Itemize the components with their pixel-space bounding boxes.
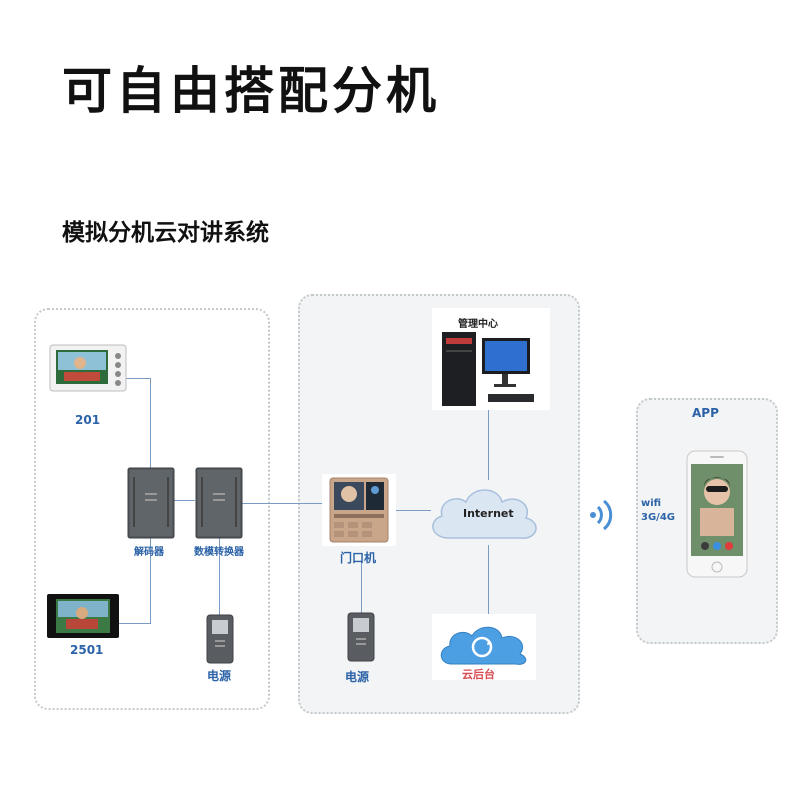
wifi-signal-icon [588,498,618,532]
wire-converter-power [219,538,220,616]
network-label: 3G/4G [641,512,675,523]
wifi-label: wifi [641,498,662,509]
management-center-label: 管理中心 [458,319,498,330]
wire-converter-door [242,503,328,504]
wire-internet-management [488,408,489,480]
power-supply-left [206,614,234,664]
wire-2501-right [118,623,151,624]
wire-decoder-converter [174,500,195,501]
power-label-center: 电源 [345,670,370,684]
wire-internet-cloud [488,545,489,615]
cloud-backend-icon [432,614,536,680]
wire-2501-vertical [150,530,151,624]
converter-device [195,467,243,539]
internet-cloud-icon [424,478,544,548]
door-station-device [322,474,396,546]
power-label-left: 电源 [207,669,232,683]
page-subtitle: 模拟分机云对讲系统 [62,220,269,246]
monitor-201-label: 201 [75,413,101,427]
wire-201-right [122,378,151,379]
indoor-monitor-2501 [46,593,120,639]
smartphone-app [686,450,748,578]
management-center-computer [432,308,550,410]
door-station-label: 门口机 [340,551,377,565]
converter-label: 数模转换器 [194,547,244,558]
page-title: 可自由搭配分机 [62,62,440,120]
monitor-2501-label: 2501 [70,643,104,657]
decoder-label: 解码器 [134,547,164,558]
app-label: APP [692,406,719,420]
internet-label: Internet [463,507,514,520]
indoor-monitor-201 [48,343,128,393]
wire-door-power [361,562,362,614]
wire-door-internet [395,510,431,511]
wire-vertical-trunk [150,378,151,471]
cloud-backend-label: 云后台 [462,668,495,681]
power-supply-center [347,612,375,662]
decoder-device [127,467,175,539]
